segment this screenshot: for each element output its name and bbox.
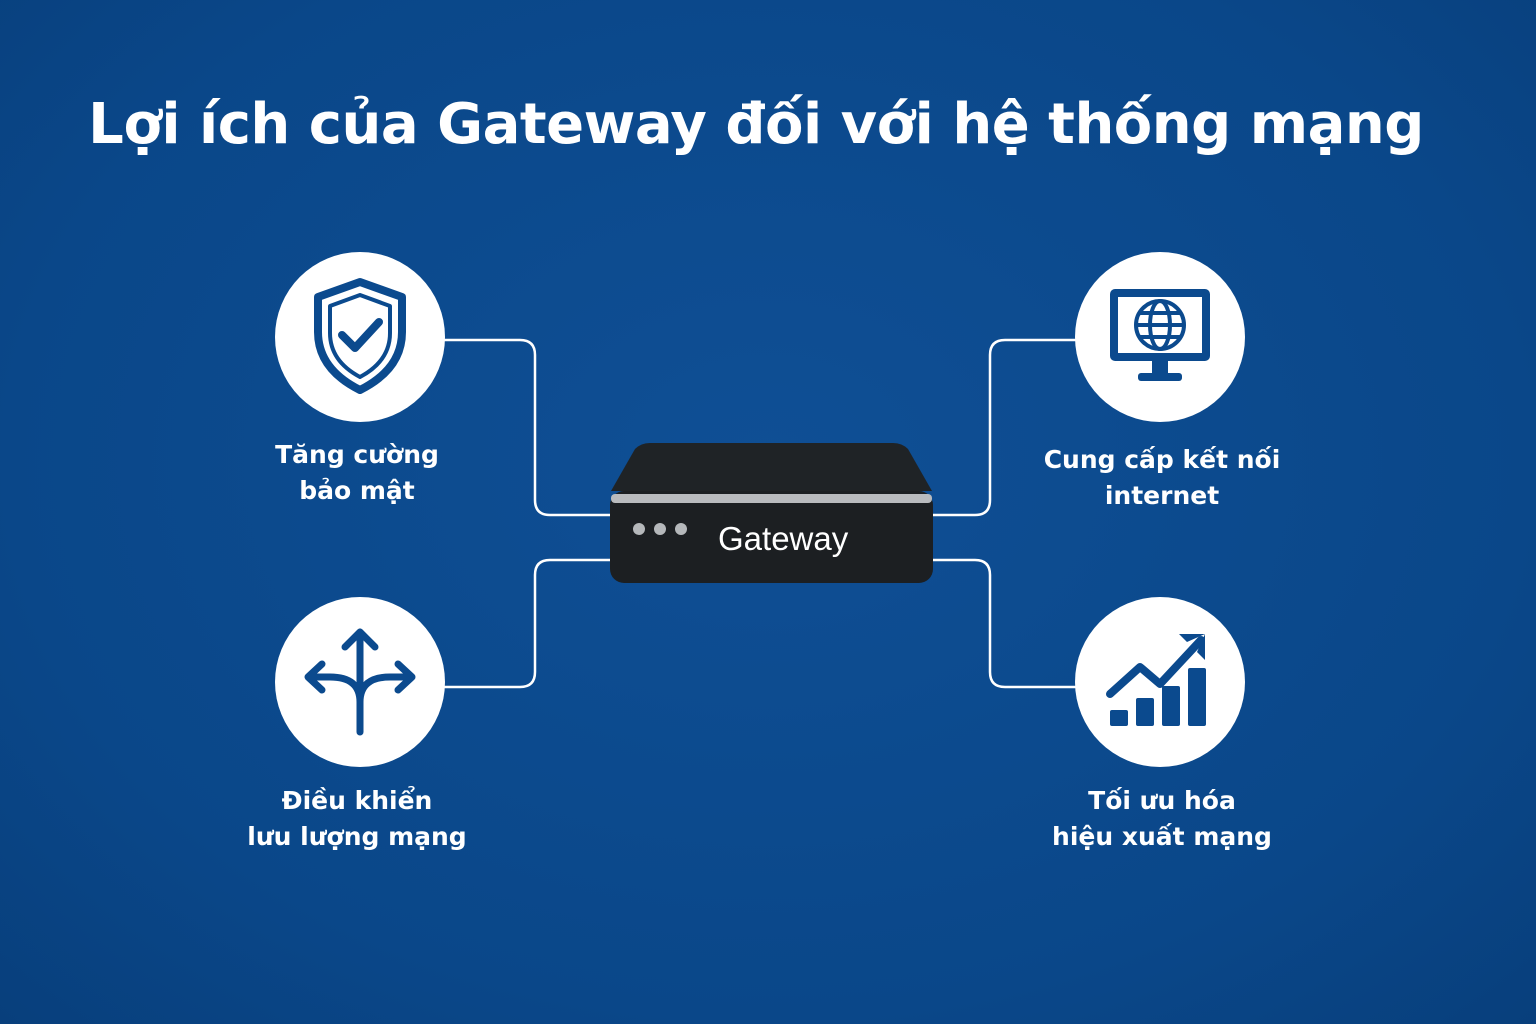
label-line: Điều khiển: [281, 786, 433, 815]
label-line: bảo mật: [299, 476, 415, 505]
gateway-label: Gateway: [718, 520, 849, 557]
benefit-internet-label: Cung cấp kết nối internet: [1002, 442, 1322, 514]
label-line: Tăng cường: [275, 440, 439, 469]
connector-internet: [932, 338, 1076, 517]
split-arrows-icon: [304, 628, 416, 736]
benefit-performance-label: Tối ưu hóa hiệu xuất mạng: [1002, 783, 1322, 855]
label-line: Cung cấp kết nối: [1043, 445, 1281, 474]
label-line: lưu lượng mạng: [247, 822, 467, 851]
benefit-internet-circle: [1075, 252, 1245, 422]
growth-chart-icon: [1106, 634, 1206, 726]
gateway-device: [610, 443, 933, 583]
benefit-traffic-label: Điều khiển lưu lượng mạng: [197, 783, 517, 855]
connector-performance: [932, 558, 1076, 689]
shield-check-icon: [314, 278, 406, 394]
connector-traffic: [444, 558, 612, 689]
connector-security: [444, 338, 612, 517]
monitor-globe-icon: [1110, 289, 1210, 381]
benefit-traffic-circle: [275, 597, 445, 767]
router-icon: [610, 443, 933, 583]
benefit-security-circle: [275, 252, 445, 422]
label-line: hiệu xuất mạng: [1052, 822, 1272, 851]
page-title: Lợi ích của Gateway đối với hệ thống mạn…: [88, 92, 1424, 157]
benefit-security-label: Tăng cường bảo mật: [197, 437, 517, 509]
benefit-performance-circle: [1075, 597, 1245, 767]
label-line: Tối ưu hóa: [1088, 786, 1236, 815]
label-line: internet: [1104, 481, 1220, 510]
